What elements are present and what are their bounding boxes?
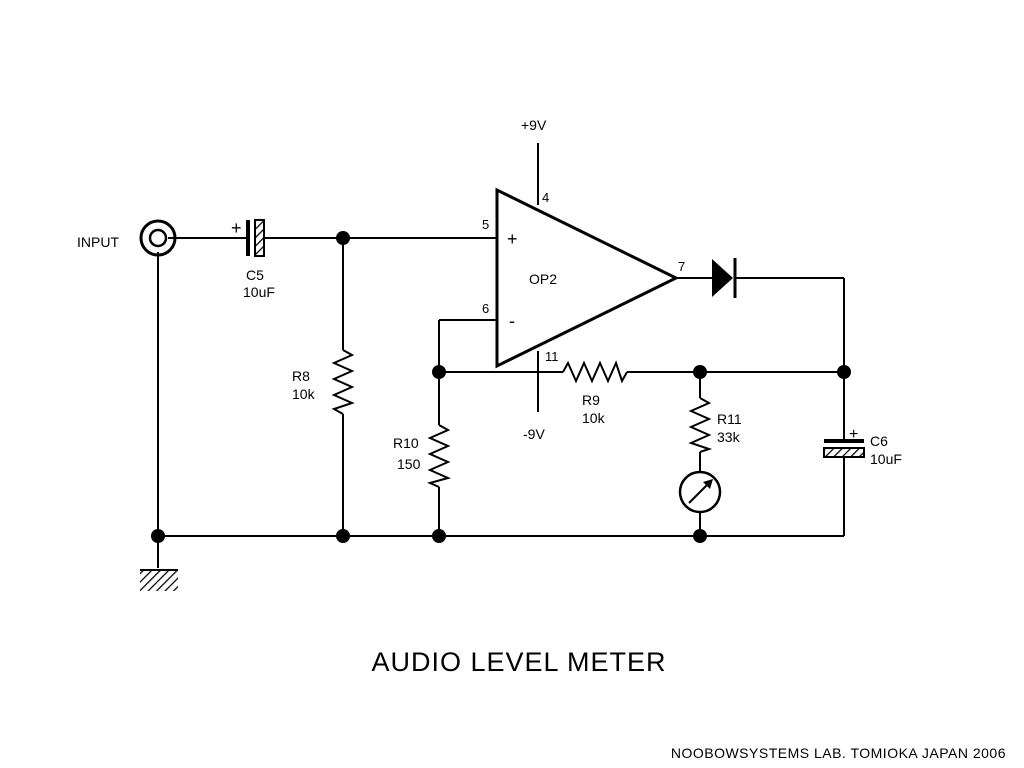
input-label: INPUT (77, 234, 119, 250)
c5-polarity-sign: + (231, 218, 242, 238)
pin-11-label: 11 (545, 349, 559, 364)
diagram-title: AUDIO LEVEL METER (371, 647, 666, 677)
r11-value: 33k (717, 429, 741, 445)
r10-value: 150 (397, 456, 421, 472)
r9-ref: R9 (582, 392, 600, 408)
c6-value: 10uF (870, 451, 902, 467)
r8-ref: R8 (292, 368, 310, 384)
ground-icon (140, 569, 178, 591)
junction-dot (336, 529, 350, 543)
r11-ref: R11 (717, 411, 742, 427)
resistor-r9-icon (562, 360, 628, 384)
c6-ref: C6 (870, 433, 888, 449)
junction-dot (837, 365, 851, 379)
r9-value: 10k (582, 410, 606, 426)
supply-negative-label: -9V (523, 426, 545, 442)
pin-6-label: 6 (482, 301, 489, 316)
supply-positive-label: +9V (521, 117, 547, 133)
pin-7-label: 7 (678, 259, 685, 274)
opamp-minus-sign: - (509, 311, 515, 331)
diode-icon (712, 258, 737, 298)
junction-dot (432, 529, 446, 543)
opamp-plus-sign: + (507, 229, 518, 249)
pin-5-label: 5 (482, 217, 489, 232)
r10-ref: R10 (393, 435, 419, 451)
junction-dot (336, 231, 350, 245)
opamp-label: OP2 (529, 271, 557, 287)
c5-ref: C5 (246, 267, 264, 283)
meter-icon (678, 470, 722, 514)
capacitor-c5-icon (246, 219, 265, 257)
input-jack-icon (139, 219, 177, 257)
junction-dot (151, 529, 165, 543)
wires (157, 143, 845, 568)
opamp-op2-icon (495, 187, 680, 369)
pin-4-label: 4 (542, 190, 549, 205)
c5-value: 10uF (243, 284, 275, 300)
junctions (151, 231, 851, 543)
r8-value: 10k (292, 386, 316, 402)
junction-dot (693, 365, 707, 379)
junction-dot (432, 365, 446, 379)
junction-dot (693, 529, 707, 543)
capacitor-c6-icon (823, 439, 865, 458)
resistor-r8-icon (331, 349, 355, 415)
credit-text: NOOBOWSYSTEMS LAB. TOMIOKA JAPAN 2006 (671, 745, 1006, 761)
resistor-r10-icon (427, 424, 451, 488)
resistor-r11-icon (688, 397, 713, 453)
c6-polarity-sign: + (849, 426, 858, 443)
